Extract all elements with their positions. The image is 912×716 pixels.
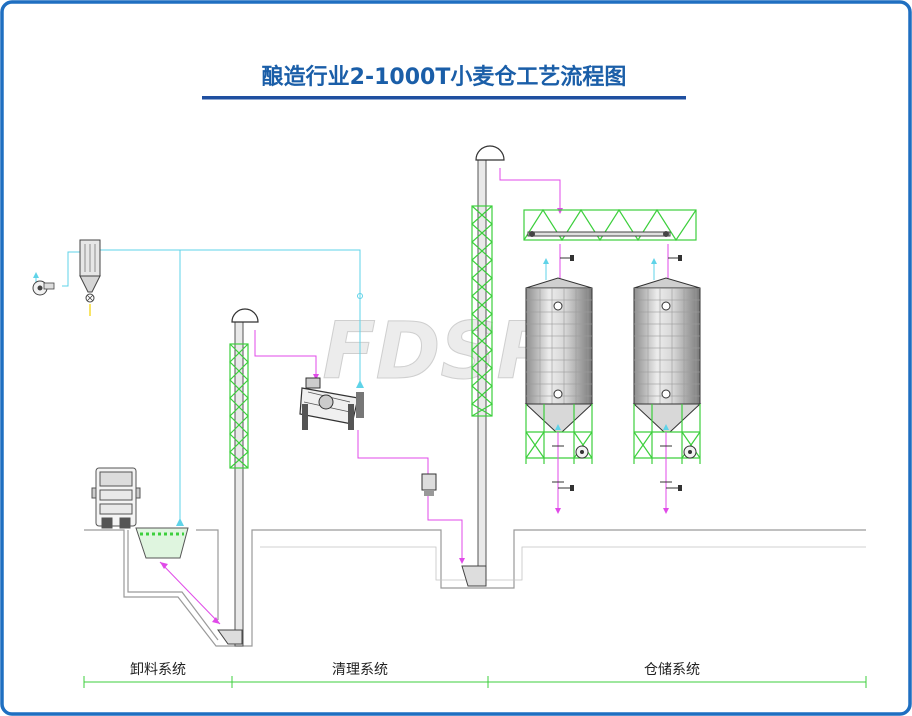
dust-collector-icon bbox=[79, 239, 101, 316]
air-inlet-arrow bbox=[176, 518, 184, 526]
air-exhaust-arrow bbox=[33, 272, 39, 278]
bucket-elevator-1 bbox=[217, 308, 259, 647]
fan-icon bbox=[32, 280, 55, 296]
receiving-hopper-icon bbox=[135, 527, 189, 559]
title-underline bbox=[202, 96, 686, 100]
grain-flow-to-cleaner bbox=[254, 330, 317, 376]
ground-outline bbox=[84, 529, 866, 647]
silo-1-support-frame bbox=[525, 404, 593, 464]
air-inlet-arrow bbox=[356, 380, 364, 388]
section-label-storage: 仓储系统 bbox=[644, 662, 700, 678]
flow-arrow bbox=[313, 374, 319, 380]
flow-arrow bbox=[459, 558, 465, 564]
pit-wall-right bbox=[196, 529, 219, 620]
screw-conveyor-icon bbox=[527, 231, 671, 237]
bucket-elevator-2 bbox=[461, 145, 505, 587]
flow-arrow bbox=[212, 617, 220, 624]
flow-arrow bbox=[160, 562, 168, 569]
section-label-unloading: 卸料系统 bbox=[130, 662, 186, 678]
elevator-2-support-frame bbox=[470, 205, 494, 417]
conveyor-gallery-frame bbox=[523, 208, 697, 242]
grain-flow-hopper-to-elevator bbox=[159, 561, 221, 625]
silo-2 bbox=[632, 244, 702, 433]
air-duct-network bbox=[62, 249, 363, 520]
flow-scale-icon bbox=[421, 473, 437, 496]
silo-1 bbox=[524, 244, 594, 433]
watermark-logo: FDSP bbox=[322, 307, 553, 397]
silo-1-discharge bbox=[552, 424, 589, 514]
truck-icon bbox=[91, 467, 141, 529]
pit-inner bbox=[127, 530, 219, 641]
section-dimension-line bbox=[83, 676, 867, 688]
section-label-cleaning: 清理系统 bbox=[332, 662, 388, 678]
elevator-1-support-frame bbox=[229, 343, 249, 469]
cleaning-screen-icon bbox=[299, 377, 364, 430]
grain-flow-to-conveyor bbox=[499, 168, 561, 212]
diagram-title: 酿造行业2-1000T小麦仓工艺流程图 bbox=[262, 64, 627, 90]
silo-2-discharge bbox=[660, 424, 697, 514]
